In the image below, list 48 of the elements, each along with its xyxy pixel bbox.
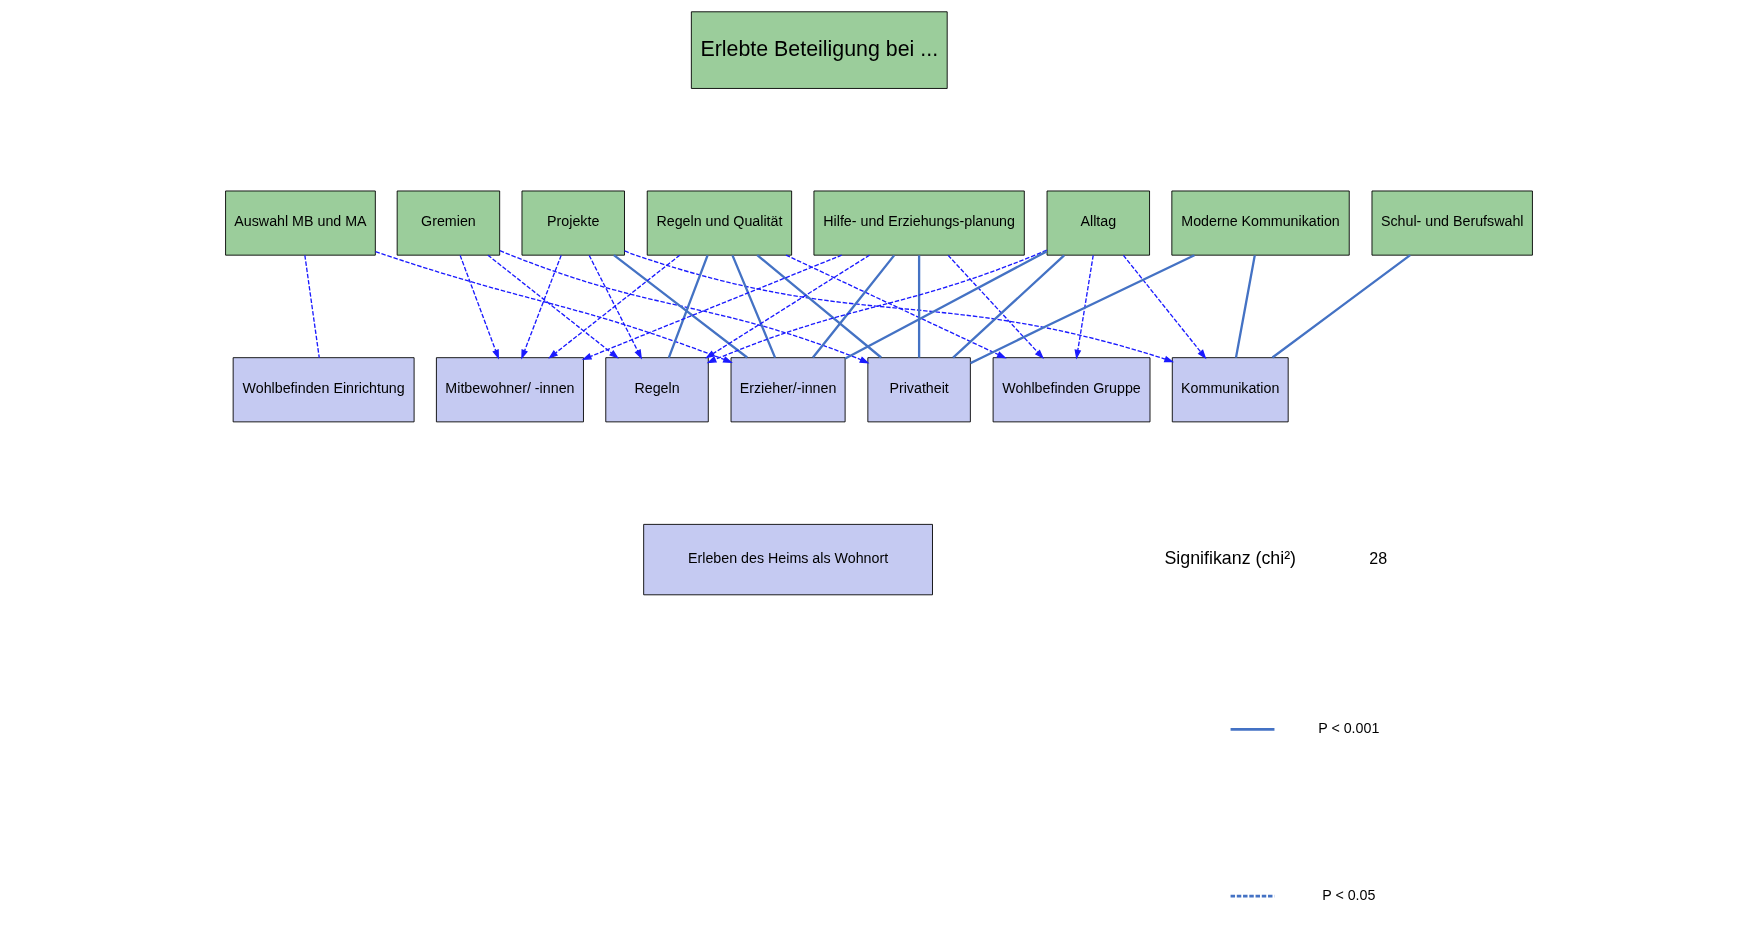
arrow: [499, 249, 870, 364]
node-box: Moderne Kommunikation: [1171, 190, 1350, 256]
arrow: [548, 254, 681, 359]
connector: [1234, 255, 1256, 358]
label: 28: [1369, 548, 1388, 567]
node-box: Schul- und Berufswahl: [1371, 190, 1533, 256]
connector: [952, 254, 1065, 359]
arrow: [459, 254, 499, 360]
connector: [970, 254, 1195, 365]
node-box: Alltag: [1046, 190, 1150, 256]
node-box: Regeln und Qualität: [646, 190, 793, 256]
connector: [917, 255, 921, 358]
node-box: Auswahl MB und MA: [225, 190, 376, 256]
arrow: [581, 254, 843, 360]
arrow: [785, 254, 1007, 359]
connector: [667, 254, 709, 358]
arrow: [623, 250, 1175, 363]
node-box: Erlebte Beteiligung bei ...: [690, 11, 948, 89]
node-box: Wohlbefinden Einrichtung: [232, 357, 415, 423]
node-box: Mitbewohner/ -innen: [435, 357, 584, 423]
node-box: Kommunikation: [1171, 357, 1289, 423]
node-box: Privatheit: [867, 357, 971, 423]
connector: [613, 254, 748, 359]
node-box: Erleben des Heims als Wohnort: [643, 523, 933, 596]
connector: [731, 254, 777, 359]
arrow: [705, 254, 871, 359]
connector: [844, 250, 1048, 360]
arrow: [1122, 254, 1207, 360]
arrow: [588, 254, 643, 360]
node-box: Regeln: [605, 357, 709, 423]
label: Signifikanz (chi²): [1164, 548, 1297, 569]
connector: [756, 254, 882, 359]
node-box: Hilfe- und Erziehungs-planung: [813, 190, 1025, 256]
arrow: [947, 254, 1044, 360]
node-box: Projekte: [521, 190, 625, 256]
arrow: [706, 249, 1048, 364]
arrow: [521, 254, 562, 360]
connector: [812, 254, 896, 359]
connector: [1271, 254, 1411, 359]
legend-label: P < 0.001: [1318, 719, 1380, 736]
arrow: [487, 254, 619, 359]
arrow: [1074, 254, 1094, 360]
node-box: Erzieher/-innen: [730, 357, 846, 423]
connector: [304, 254, 320, 359]
node-box: Wohlbefinden Gruppe: [992, 357, 1151, 423]
legend-label: P < 0.05: [1322, 886, 1376, 903]
node-box: Gremien: [396, 190, 501, 256]
arrow: [374, 250, 733, 364]
